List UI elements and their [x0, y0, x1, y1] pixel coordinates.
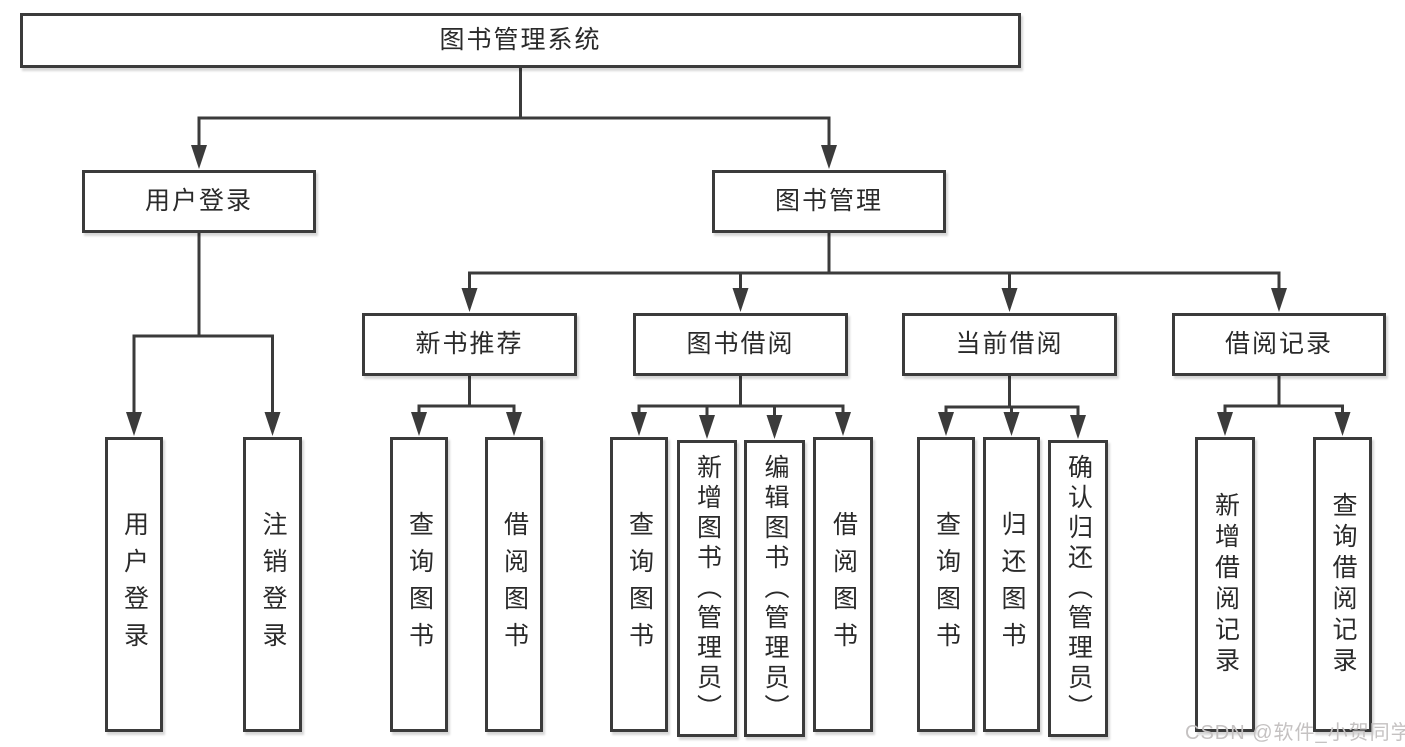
arrowhead-down-icon [461, 288, 478, 312]
diagram-node-v-return-book: 归还图书 [983, 437, 1040, 732]
arrowhead-down-icon [1001, 288, 1018, 312]
arrowhead-down-icon [191, 145, 207, 169]
node-label: 图书管理系统 [439, 26, 602, 54]
diagram-node-new-book-rec: 新书推荐 [362, 313, 577, 376]
diagram-node-book-borrow: 图书借阅 [633, 313, 848, 376]
diagram-node-v-query-book-1: 查询图书 [390, 437, 448, 732]
node-label: 新增借阅记录 [1211, 491, 1240, 678]
node-label: 注销登录 [259, 510, 287, 659]
node-label: 图书管理 [774, 187, 883, 215]
arrowhead-down-icon [766, 415, 783, 439]
node-label: 图书借阅 [686, 330, 795, 358]
arrowhead-down-icon [631, 412, 647, 436]
node-label: 编辑图书（管理员） [761, 453, 789, 724]
arrowhead-down-icon [1217, 412, 1233, 436]
node-label: 查询借阅记录 [1329, 491, 1357, 678]
diagram-node-current-borrow: 当前借阅 [902, 313, 1117, 376]
arrowhead-down-icon [1070, 415, 1086, 439]
diagram-node-v-borrow-book-1: 借阅图书 [485, 437, 543, 732]
diagram-node-v-query-book-3: 查询图书 [917, 437, 975, 732]
node-label: 确认归还（管理员） [1064, 453, 1093, 724]
diagram-node-v-borrow-book-2: 借阅图书 [813, 437, 873, 732]
node-label: 查询图书 [625, 510, 654, 659]
arrowhead-down-icon [699, 415, 715, 439]
arrowhead-down-icon [1334, 412, 1351, 436]
arrowhead-down-icon [732, 288, 749, 312]
node-label: 新书推荐 [415, 330, 524, 358]
node-label: 借阅图书 [829, 510, 858, 659]
node-label: 借阅记录 [1224, 330, 1333, 358]
node-label: 查询图书 [405, 510, 434, 659]
diagram-node-root: 图书管理系统 [20, 13, 1021, 68]
diagram-node-v-user-login: 用户登录 [105, 437, 163, 732]
diagram-node-book-mgmt: 图书管理 [712, 170, 946, 233]
diagram-node-user-login: 用户登录 [82, 170, 316, 233]
arrowhead-down-icon [821, 145, 837, 169]
arrowhead-down-icon [835, 412, 851, 436]
arrowhead-down-icon [1271, 288, 1287, 312]
diagram-node-v-edit-book: 编辑图书（管理员） [744, 440, 805, 737]
diagram-node-v-query-record: 查询借阅记录 [1313, 437, 1372, 732]
diagram-node-v-logout: 注销登录 [243, 437, 302, 732]
diagram-node-v-add-record: 新增借阅记录 [1195, 437, 1255, 732]
arrowhead-down-icon [506, 412, 522, 436]
node-label: 当前借阅 [955, 330, 1064, 358]
node-label: 用户登录 [120, 510, 149, 659]
node-label: 用户登录 [144, 187, 253, 215]
csdn-watermark: CSDN @软件_小贺同学 [1185, 722, 1405, 744]
arrowhead-down-icon [1003, 412, 1020, 436]
node-label: 新增图书（管理员） [693, 453, 722, 724]
node-label: 查询图书 [932, 510, 961, 659]
node-label: 借阅图书 [500, 510, 529, 659]
arrowhead-down-icon [938, 412, 954, 436]
arrowhead-down-icon [126, 412, 142, 436]
arrowhead-down-icon [264, 412, 281, 436]
node-label: 归还图书 [998, 510, 1026, 659]
arrowhead-down-icon [411, 412, 427, 436]
diagram-node-borrow-records: 借阅记录 [1172, 313, 1386, 376]
diagram-node-v-query-book-2: 查询图书 [610, 437, 668, 732]
diagram-node-v-confirm-return: 确认归还（管理员） [1048, 440, 1108, 737]
diagram-node-v-add-book: 新增图书（管理员） [677, 440, 737, 737]
